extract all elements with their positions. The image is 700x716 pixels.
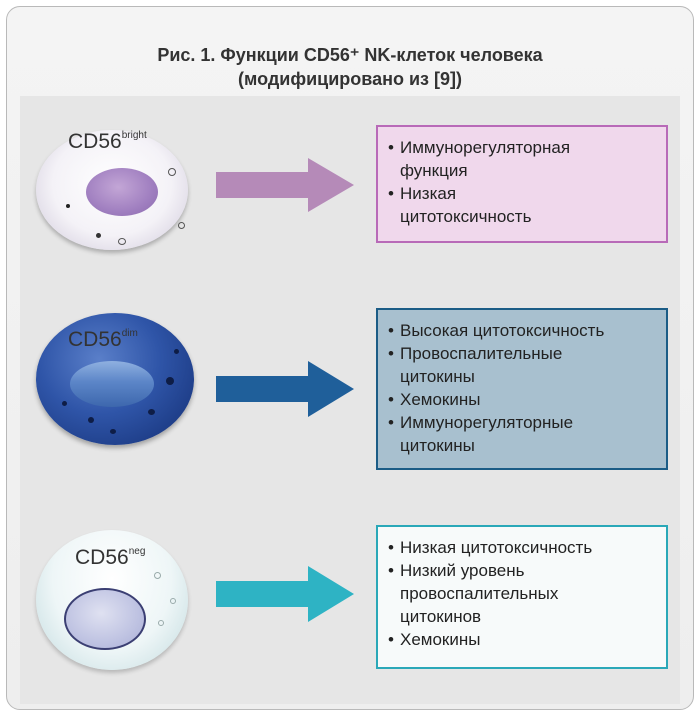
arrow-right-dim — [216, 361, 354, 417]
granule — [110, 429, 116, 434]
dim-functions-box: • Высокая цитотоксичность • Провоспалите… — [376, 308, 668, 470]
granule — [88, 417, 94, 423]
cd56-bright-label: CD56bright — [68, 130, 147, 153]
cd56-neg-nucleus — [64, 588, 146, 650]
granule — [96, 233, 101, 238]
arrow-shape — [216, 566, 354, 622]
cd56-dim-nucleus — [70, 361, 154, 407]
arrow-right-bright — [216, 158, 354, 212]
arrow-right-neg — [216, 566, 354, 622]
figure-subtitle: (модифицировано из [9]) — [238, 69, 462, 89]
list-item: • Низкая цитотоксичность — [388, 538, 593, 557]
granule — [118, 238, 126, 245]
list-item: • Высокая цитотоксичность — [388, 321, 605, 340]
list-item: • Хемокины — [388, 630, 481, 649]
granule — [148, 409, 155, 415]
arrow-shape — [216, 158, 354, 212]
granule — [170, 598, 176, 604]
granule — [166, 377, 174, 385]
granule — [66, 204, 70, 208]
cd56-dim-cell — [36, 313, 194, 445]
cd56-neg-label: CD56neg — [75, 546, 146, 569]
granule — [158, 620, 164, 626]
arrow-shape — [216, 361, 354, 417]
granule — [168, 168, 176, 176]
cd56-bright-cell — [36, 130, 188, 250]
granule — [178, 222, 185, 229]
granule — [62, 401, 67, 406]
cd56-dim-label: CD56dim — [68, 328, 138, 351]
granule — [154, 572, 161, 579]
cd56-neg-cell — [36, 530, 188, 670]
cd56-bright-nucleus — [86, 168, 158, 216]
list-item: • Хемокины — [388, 390, 481, 409]
figure-title: Рис. 1. Функции CD56⁺ NK-клеток человека — [157, 45, 543, 65]
neg-functions-box: • Низкая цитотоксичность • Низкий уровен… — [376, 525, 668, 669]
granule — [174, 349, 179, 354]
